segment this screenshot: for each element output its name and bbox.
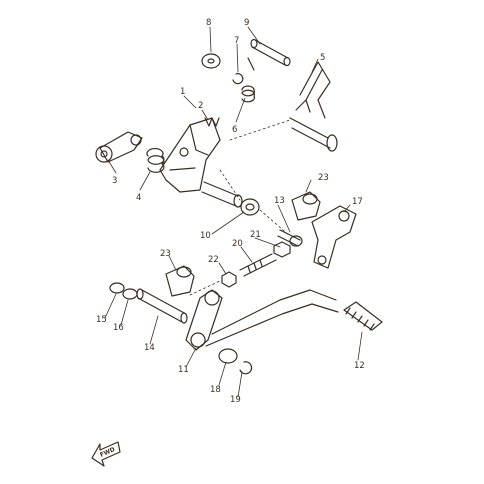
joint-lower-part	[165, 265, 195, 297]
return-spring-part	[146, 148, 165, 173]
pedal-rubber-part	[343, 301, 383, 331]
pedal-arm-part	[289, 61, 338, 152]
callout-12: 12	[354, 361, 365, 371]
nut-lower-part	[221, 271, 237, 288]
callout-16: 16	[113, 323, 124, 333]
washer-18-part	[218, 348, 238, 364]
shift-pedal-part	[185, 289, 339, 351]
callout-4: 4	[136, 193, 141, 203]
joint-upper-part	[291, 191, 321, 221]
callout-14: 14	[144, 343, 155, 353]
callout-7: 7	[234, 36, 239, 46]
washer-16-part	[122, 288, 138, 300]
callout-9: 9	[244, 18, 249, 28]
shaft-part	[201, 181, 243, 208]
bracket-frame-part	[159, 117, 221, 193]
callout-18: 18	[210, 385, 221, 395]
callout-6: 6	[232, 125, 237, 135]
circlip-part	[232, 73, 244, 85]
callout-10: 10	[200, 231, 211, 241]
pin-part	[250, 38, 291, 67]
callout-17: 17	[352, 197, 363, 207]
lever-part	[95, 131, 143, 163]
rod-end-part	[311, 205, 357, 269]
bolt-upper-part	[277, 229, 303, 247]
callout-2: 2	[198, 101, 203, 111]
pivot-shaft-part	[136, 288, 188, 324]
callout-22: 22	[208, 255, 219, 265]
washer-15-part	[109, 282, 125, 294]
callout-11: 11	[178, 365, 189, 375]
callout-20: 20	[232, 239, 243, 249]
collar-part	[240, 198, 260, 216]
callout-8: 8	[206, 18, 211, 28]
callout-23-upper: 23	[318, 173, 329, 183]
callout-15: 15	[96, 315, 107, 325]
callout-21: 21	[250, 230, 261, 240]
callout-13: 13	[274, 196, 285, 206]
callout-19: 19	[230, 395, 241, 405]
nut-upper-part	[273, 241, 291, 258]
callout-5: 5	[320, 53, 325, 63]
callout-23-lower: 23	[160, 249, 171, 259]
forward-arrow-icon	[91, 441, 121, 467]
callout-3: 3	[112, 176, 117, 186]
callout-1: 1	[180, 87, 185, 97]
washer-part	[201, 53, 221, 69]
rod-part	[239, 253, 277, 277]
spring-part	[241, 57, 255, 103]
